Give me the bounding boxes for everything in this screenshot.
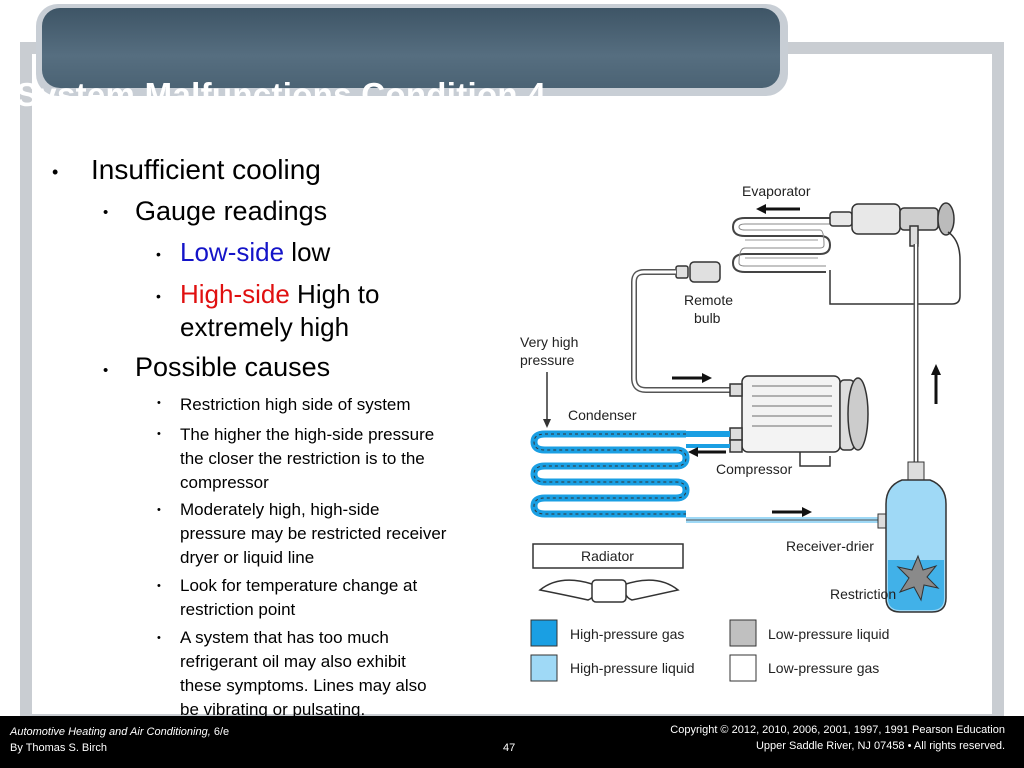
footer-book: Automotive Heating and Air Conditioning,…: [10, 726, 229, 738]
footer-copyright: Copyright © 2012, 2010, 2006, 2001, 1997…: [670, 724, 1005, 736]
bullet-marker: •: [157, 397, 161, 409]
evaporator-flow-arrowhead: [756, 204, 766, 214]
suction-flow-arrowhead: [702, 373, 712, 383]
cause-too-much-oil: A system that has too much refrigerant o…: [180, 626, 427, 722]
text-line: refrigerant oil may also exhibit: [180, 652, 406, 671]
legend-label-hp-liquid: High-pressure liquid: [570, 660, 695, 676]
low-side-value: low: [284, 237, 331, 267]
legend-label-lp-gas: Low-pressure gas: [768, 660, 879, 676]
receiver-flow-arrowhead: [802, 507, 812, 517]
evaporator-label: Evaporator: [742, 183, 811, 199]
bullet-marker: •: [156, 246, 161, 262]
evaporator-fins: [745, 239, 818, 259]
high-side-value: High to: [289, 279, 380, 309]
bullet-marker: •: [52, 162, 59, 182]
bullet-marker: •: [157, 580, 161, 592]
legend-label-lp-liquid: Low-pressure liquid: [768, 626, 889, 642]
legend-swatch-hp-gas: [530, 619, 558, 647]
bullet-low-side: Low-side low: [180, 236, 330, 268]
very-high-pointer-head: [543, 419, 551, 428]
text-line: compressor: [180, 473, 269, 492]
radiator-label: Radiator: [581, 548, 634, 564]
cause-restriction: Restriction high side of system: [180, 395, 411, 414]
text-line: dryer or liquid line: [180, 548, 315, 567]
cause-temperature-change: Look for temperature change at restricti…: [180, 574, 417, 622]
bullet-insufficient-cooling: Insufficient cooling: [91, 154, 321, 185]
bullet-marker: •: [157, 504, 161, 516]
remote-bulb: [675, 261, 721, 283]
compressor-label: Compressor: [716, 461, 793, 477]
condenser-label: Condenser: [568, 407, 637, 423]
radiator-box: [532, 543, 684, 569]
receiver-drier-label: Receiver-drier: [786, 538, 874, 554]
legend-swatch-lp-gas: [729, 654, 757, 682]
expansion-valve: [829, 202, 955, 247]
page-number: 47: [503, 742, 516, 754]
suction-line: [631, 269, 730, 393]
condenser-coil: [530, 430, 690, 518]
very-high-label-1: Very high: [520, 334, 578, 350]
evaporator-coil: [731, 217, 832, 273]
legend-label-hp-gas: High-pressure gas: [570, 626, 684, 642]
text-line: be vibrating or pulsating.: [180, 700, 366, 719]
text-line: restriction point: [180, 600, 296, 619]
legend: High-pressure gas Low-pressure liquid Hi…: [530, 619, 889, 682]
bullet-possible-causes: Possible causes: [135, 352, 331, 382]
text-line: pressure may be restricted receiver: [180, 524, 447, 543]
bullet-marker: •: [103, 204, 109, 221]
bullet-marker: •: [103, 362, 109, 379]
text-line: Moderately high, high-side: [180, 500, 380, 519]
legend-swatch-hp-liquid: [530, 654, 558, 682]
condenser-flow-arrowhead: [688, 447, 698, 457]
bullet-high-side: High-side High to: [180, 278, 379, 310]
text-line: these symptoms. Lines may also: [180, 676, 427, 695]
bullet-high-side-cont: extremely high: [180, 312, 350, 342]
cause-receiver-dryer: Moderately high, high-side pressure may …: [180, 498, 446, 570]
fan-icon: [538, 579, 680, 603]
title-bar: [42, 8, 780, 88]
footer-edition: 6/e: [210, 726, 230, 738]
remote-bulb-label-2: bulb: [694, 310, 721, 326]
bullet-gauge-readings: Gauge readings: [135, 196, 328, 226]
bullet-marker: •: [156, 288, 161, 304]
text-line: Look for temperature change at: [180, 576, 418, 595]
text-line: A system that has too much: [180, 628, 389, 647]
cause-closer-restriction: The higher the high-side pressure the cl…: [180, 423, 434, 495]
bullet-marker: •: [157, 428, 161, 440]
restriction-star-icon: [896, 554, 940, 602]
footer-author: By Thomas S. Birch: [10, 742, 107, 754]
bullet-marker: •: [157, 632, 161, 644]
liquid-flow-arrowhead: [931, 364, 941, 375]
text-line: The higher the high-side pressure: [180, 425, 435, 444]
compressor: [729, 375, 869, 467]
ac-system-diagram: Evaporator Remote bulb: [520, 183, 961, 682]
high-side-label: High-side: [180, 279, 290, 309]
remote-bulb-label-1: Remote: [684, 292, 733, 308]
restriction-label: Restriction: [830, 586, 896, 602]
footer: Automotive Heating and Air Conditioning,…: [0, 716, 1024, 768]
text-line: the closer the restriction is to the: [180, 449, 425, 468]
remote-bulb-line: [829, 231, 961, 305]
slide-title: System Malfunctions Condition 4: [16, 76, 547, 113]
low-side-label: Low-side: [180, 237, 285, 267]
footer-book-title: Automotive Heating and Air Conditioning,: [10, 726, 211, 738]
footer-address: Upper Saddle River, NJ 07458 • All right…: [755, 740, 1005, 752]
suction-line-inner: [632, 270, 730, 392]
legend-swatch-lp-liquid: [729, 619, 757, 647]
very-high-label-2: pressure: [520, 352, 575, 368]
